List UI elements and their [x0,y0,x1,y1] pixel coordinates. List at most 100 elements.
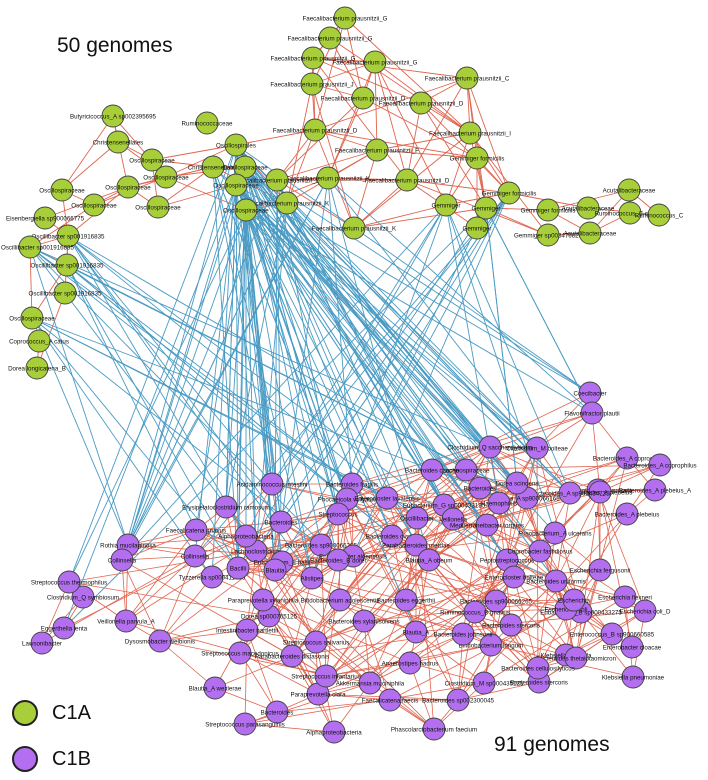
node-label: Bacteroides_A coprophilus [623,463,696,470]
node-label: Faecalibacterium prausnitzii_C [425,76,510,83]
node-label: Acutalibacteraceae [603,188,656,195]
node-c1a-3: Faecalibacterium prausnitzii_G [333,50,418,74]
edge-c1b [389,608,567,701]
node-label: Veillonella parvula_A [97,619,155,626]
node-circle [417,548,441,572]
node-c1b-44: Enterocloster bolteae [485,565,544,589]
edge-c1b [415,559,430,633]
node-circle [497,181,521,205]
node-circle [613,585,637,609]
node-circle [455,66,479,90]
edge-c1a [362,97,478,159]
edge-c1b [457,611,476,701]
edge-c1b [246,550,257,631]
node-c1a-40: Oscillospiraceae [223,198,269,222]
node-c1a-4: Faecalibacterium prausnitzii_C [425,66,510,90]
node-c1a-14: Faecalibacterium prausnitzii_K [245,191,330,215]
node-c1a-47: Oscillospiraceae [9,306,55,330]
node-circle [50,178,74,202]
node-circle [30,631,54,655]
node-circle [600,622,624,646]
node-circle [365,138,389,162]
edge-c1b [506,482,518,561]
node-c1b-64: Blautia [263,558,287,582]
edge-c1b [339,599,417,633]
edge-c1a [286,83,313,204]
node-c1b-76: Bacteroides xylanisolvens [328,609,400,633]
node-c1b-52: Enterobacter cloacae [603,635,662,659]
edge-c1b [351,412,593,485]
edge-cross [276,179,282,523]
node-circle [620,635,644,659]
node-circle [265,168,289,192]
node-c1b-70: Blautia_A [403,620,430,644]
node-c1a-27: Ruminococcus_C [635,203,684,227]
edge-c1a [376,149,478,159]
edge-cross [280,192,510,523]
node-c1a-44: Oscillibacter sp001916835 [1,235,74,259]
edge-c1b [268,469,467,617]
node-circle [580,401,604,425]
legend-label-c1a: C1A [52,701,91,724]
node-circle [479,633,503,657]
node-c1b-35: Mediterraneibacter torques [450,513,524,537]
edge-c1a [151,144,237,161]
node-label: Eggerthella lenta [41,626,88,633]
node-circle [363,50,387,74]
node-circle [621,665,645,689]
edge-cross [327,177,593,414]
node-circle [27,329,51,353]
node-label: Clostridium_M bolteae [506,446,568,453]
node-label: Dorea scindens [496,481,539,488]
node-circle [526,656,550,680]
node-circle [446,688,470,712]
node-label: Enterobacter cloacae [603,645,662,652]
node-circle [451,622,475,646]
node-label: Bacteroides cellulosilyticus [501,666,575,673]
node-circle [502,565,526,589]
node-label: Blautia_A wexlerae [189,686,242,693]
node-circle [352,609,376,633]
node-c1a-8: Faecalibacterium prausnitzii_I [429,121,511,145]
edge-c1b [474,608,567,613]
edge-cross [351,192,510,485]
edge-c1b [405,599,492,646]
node-label: Faecalibacterium prausnitzii_G [303,16,388,23]
node-circle [71,585,95,609]
node-label: Oscillospiraceae [135,205,181,212]
edge-cross [244,166,591,394]
node-label: Enterococcus_B sp900660585 [570,632,655,639]
node-label: Oscillospiraceae [129,158,175,165]
edge-cross [274,179,278,571]
edge-c1a [314,77,468,131]
node-circle [146,195,170,219]
node-c1b-34: Veillonella [439,507,467,531]
edge-c1a [353,179,408,229]
node-label: Bacteroides sp002300045 [422,698,494,705]
node-label: Flavonifractor plautii [564,411,619,418]
node-c1a-17: Gemmiger [432,193,460,217]
node-c1a-37: Oscillospiraceae [213,173,259,197]
node-label: Faecalibacterium prausnitzii_K [312,226,397,233]
node-c1a-39: Oscillospiraceae [71,193,117,217]
edge-cross [66,264,528,499]
node-circle [562,588,586,612]
node-c1a-18: Gemmiger [472,196,500,220]
edge-c1a [29,246,33,319]
node-label: Enterocloster bolteae [485,575,544,582]
node-circle [233,712,257,736]
edge-c1b [268,544,322,617]
node-circle [588,558,612,582]
node-c1a-49: Dorea longicatena_B [8,356,66,380]
node-c1b-15: Bacteroides caccae [405,458,460,482]
node-circle [265,700,289,724]
node-label: Anaerostipes hadrus [382,661,439,668]
edge-c1b [195,529,276,571]
node-label: Faecalibacterium prausnitzii_G [271,56,356,63]
edge-c1b [320,544,327,677]
node-c1a-9: Faecalibacterium prausnitzii_D [273,118,358,142]
edge-c1a [420,102,487,209]
node-circle [617,178,641,202]
node-c1b-80: Akkermansia muciniphila [336,671,405,695]
edge-cross [255,202,288,552]
